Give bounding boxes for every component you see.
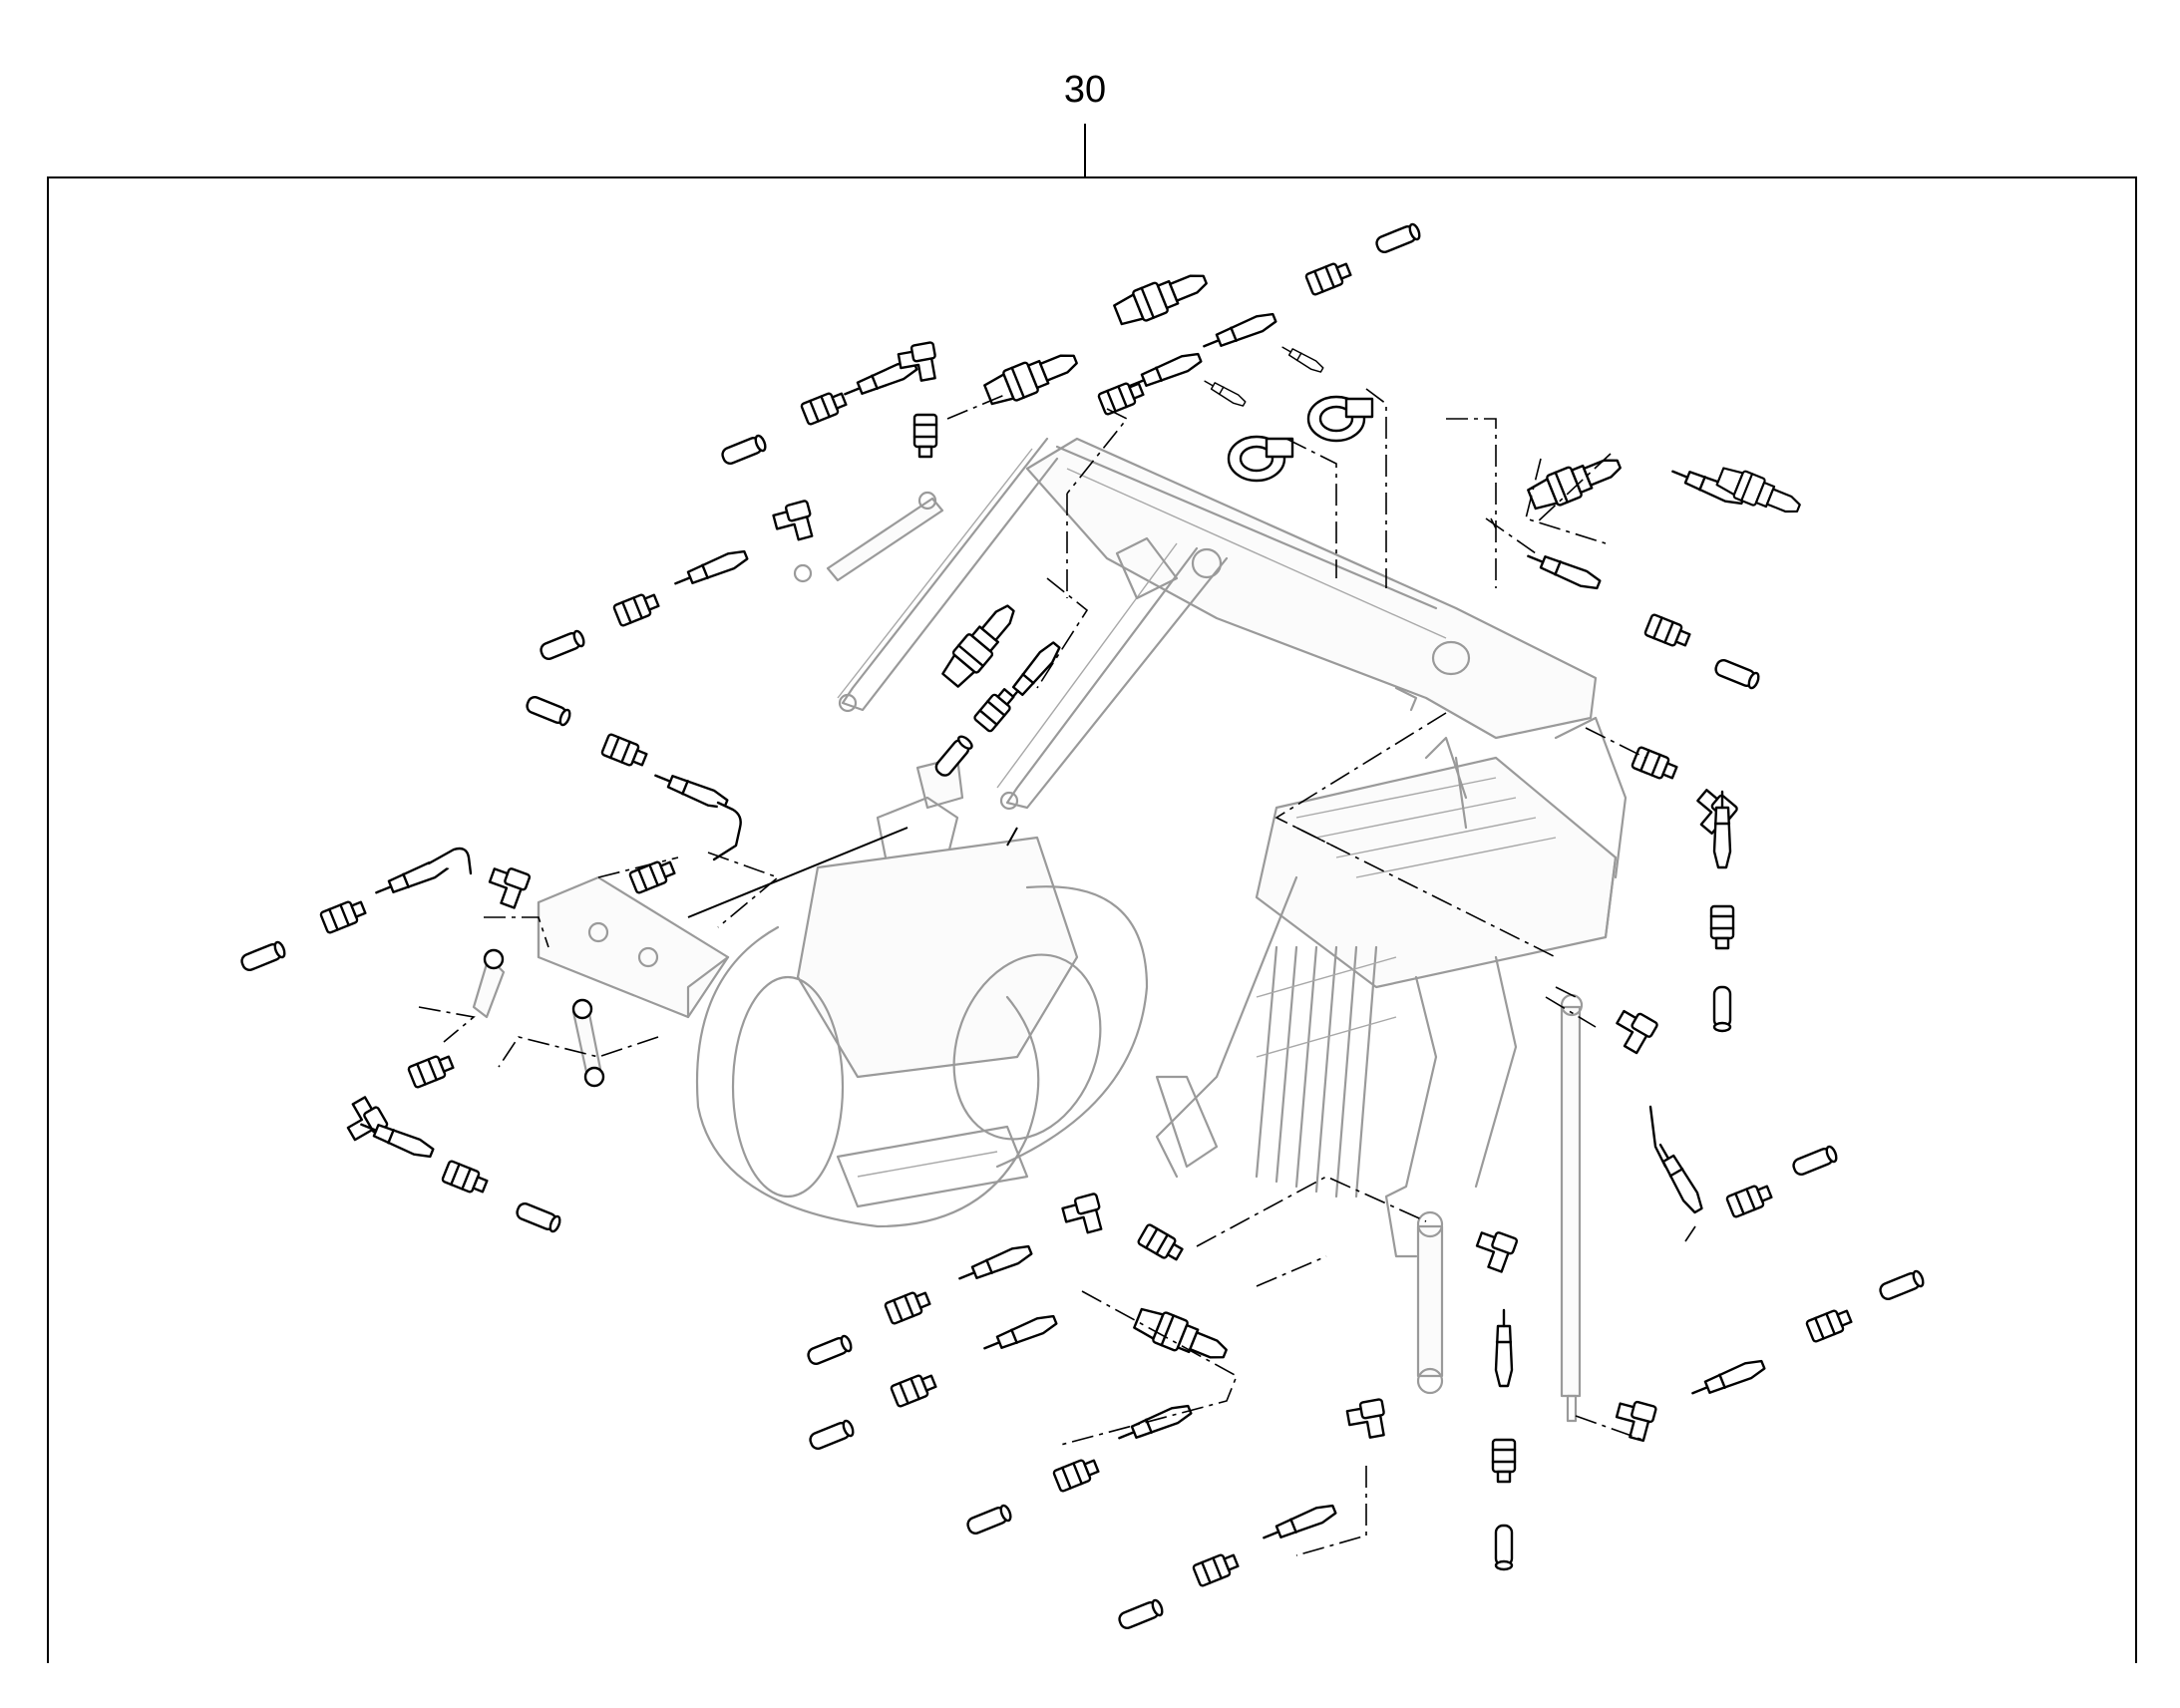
hose-nipple bbox=[1200, 309, 1279, 355]
hose-ferrule bbox=[1712, 656, 1762, 691]
hose-nut bbox=[611, 588, 662, 628]
hose-nut bbox=[1191, 1548, 1242, 1588]
hose-ferrule bbox=[538, 628, 587, 663]
hose-ferrule bbox=[807, 1418, 857, 1453]
hose-nut bbox=[318, 895, 369, 935]
hose-nut bbox=[799, 387, 850, 427]
hose-nipple bbox=[955, 1241, 1035, 1287]
quick-coupling bbox=[1110, 263, 1213, 331]
hose-nut bbox=[1630, 745, 1680, 785]
hose-nipple bbox=[651, 767, 731, 813]
hose-nut bbox=[627, 855, 678, 895]
hose-nut bbox=[889, 1369, 939, 1409]
leader-line bbox=[687, 827, 1018, 918]
hose-nut bbox=[440, 1159, 491, 1198]
hose-nut bbox=[972, 684, 1019, 734]
hose-ferrule bbox=[805, 1333, 855, 1368]
hose-nipple bbox=[1688, 1356, 1768, 1402]
hose-ferrule bbox=[1373, 221, 1423, 256]
hose-ferrule bbox=[719, 433, 769, 468]
elbow-fitting bbox=[483, 861, 532, 911]
hose-nut bbox=[1303, 257, 1354, 297]
valve-block-left bbox=[537, 875, 730, 1019]
quick-coupling bbox=[980, 343, 1083, 411]
elbow-fitting bbox=[1059, 1192, 1107, 1239]
hose-clamp bbox=[1227, 435, 1294, 483]
assembly-dashed-lines bbox=[418, 388, 1696, 1556]
linkage-piece bbox=[472, 948, 506, 1019]
quick-coupling bbox=[936, 596, 1024, 692]
hose-nut bbox=[1642, 612, 1693, 652]
hose-nut bbox=[912, 413, 938, 459]
quick-coupling bbox=[1130, 1302, 1233, 1370]
linkage-piece bbox=[571, 998, 605, 1088]
hose-nut bbox=[1724, 1180, 1775, 1219]
hose-ferrule bbox=[1877, 1268, 1927, 1303]
hose-nut bbox=[1136, 1222, 1187, 1265]
clamp-bolt bbox=[1201, 376, 1248, 409]
hose-nipple bbox=[1524, 547, 1604, 593]
cylinder-rod-right bbox=[1560, 993, 1584, 1423]
quick-coupling bbox=[1713, 462, 1805, 522]
hose-ferrule bbox=[964, 1503, 1014, 1537]
bent-tube bbox=[427, 847, 473, 875]
hose-ferrule bbox=[524, 693, 573, 728]
callout-number: 30 bbox=[1064, 69, 1106, 111]
clamp-bolt bbox=[1278, 342, 1325, 375]
elbow-fitting bbox=[1685, 784, 1739, 838]
bent-tube bbox=[712, 801, 742, 861]
hose-nut bbox=[599, 732, 650, 772]
hose-nut bbox=[883, 1286, 933, 1326]
hose-nipple bbox=[1260, 1501, 1339, 1546]
hose-ferrule bbox=[238, 939, 288, 974]
elbow-fitting bbox=[1344, 1397, 1389, 1442]
hose-line bbox=[1648, 1105, 1667, 1169]
hose-nut bbox=[1096, 377, 1147, 417]
small-cylinder-upper bbox=[793, 491, 944, 583]
hose-nut bbox=[1804, 1304, 1855, 1344]
hose-nipple bbox=[980, 1311, 1060, 1357]
boom-arm-body bbox=[837, 437, 1598, 811]
hose-nipple bbox=[1494, 1308, 1514, 1388]
hose-ferrule bbox=[1790, 1144, 1840, 1179]
elbow-fitting bbox=[1611, 1396, 1658, 1444]
cylinder-rod-center bbox=[1416, 1210, 1444, 1395]
hose-nut bbox=[1709, 904, 1735, 950]
elbow-fitting bbox=[770, 499, 818, 546]
hose-nut bbox=[1051, 1454, 1102, 1494]
hose-ferrule bbox=[1494, 1524, 1514, 1571]
hose-nut bbox=[1491, 1438, 1517, 1484]
hose-ferrule bbox=[514, 1199, 563, 1234]
hose-ferrule bbox=[1712, 985, 1732, 1033]
elbow-fitting bbox=[1470, 1225, 1519, 1275]
assembly-frame bbox=[47, 176, 2137, 1663]
grapple-rotator-body bbox=[696, 756, 1149, 1228]
hose-ferrule bbox=[1116, 1597, 1166, 1632]
hose-nipple bbox=[1115, 1401, 1195, 1447]
hose-clamp bbox=[1306, 395, 1374, 443]
hose-nipple bbox=[671, 546, 751, 592]
hose-nut bbox=[406, 1050, 457, 1090]
elbow-fitting bbox=[1608, 1004, 1659, 1057]
log-grapple-cage-body bbox=[1155, 716, 1628, 1258]
